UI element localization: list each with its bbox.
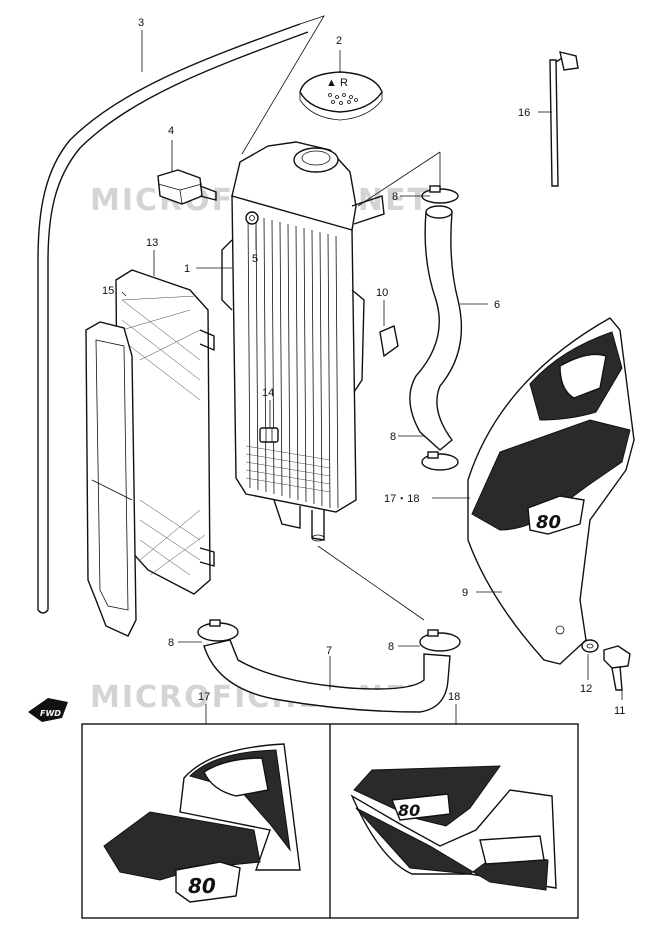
clamp-lower-left [197,619,239,642]
callout-15: 15 [102,285,114,297]
cable-tie [549,51,579,187]
callout-8-lower-right: 8 [388,641,394,653]
forward-label: FWD [40,709,61,718]
hose-clip [379,325,399,358]
decal-17-badge: 80 [188,874,216,898]
leader-lines [121,15,623,700]
callout-labels: 1 2 3 4 5 6 7 8 8 8 8 9 10 11 12 13 14 1… [102,17,625,717]
clamp-lower-right [419,629,461,652]
callout-8-upper: 8 [392,191,398,203]
callout-3: 3 [138,17,144,29]
callout-5: 5 [252,253,258,265]
radiator-cap: ▲ R [299,71,383,121]
drain-fitting [157,169,217,205]
decal-17: 80 [103,743,301,903]
callout-17-18: 17・18 [384,493,419,505]
clamp-upper [421,185,459,204]
shroud-badge: 80 [536,512,561,533]
callout-11: 11 [614,705,625,717]
callout-9: 9 [462,587,468,599]
washer [581,639,599,653]
callout-7: 7 [326,645,332,657]
cap-marking: ▲ R [326,77,348,89]
bolt-lower [259,427,279,443]
decal-18: 80 [350,765,557,891]
overflow-tube [37,23,309,614]
callout-13: 13 [146,237,158,249]
callout-6: 6 [494,299,500,311]
callout-10: 10 [376,287,388,299]
callout-12: 12 [580,683,592,695]
callout-4: 4 [168,125,174,137]
callout-8-lower-left: 8 [168,637,174,649]
callout-14: 14 [262,387,274,399]
callout-18: 18 [448,691,460,703]
clamp-middle [421,451,459,471]
callout-1: 1 [184,263,190,275]
decal-18-badge: 80 [398,801,420,820]
upper-hose [409,205,463,451]
shroud-frame [85,321,137,637]
callout-2: 2 [336,35,342,47]
shroud-bolt [603,645,631,691]
callout-17: 17 [198,691,210,703]
bolt-upper [245,211,259,225]
callout-8-middle: 8 [390,431,396,443]
callout-16: 16 [518,107,530,119]
decal-variant-box [81,704,579,919]
forward-direction-badge: FWD [28,698,68,722]
radiator-shroud: 80 [467,317,635,665]
lower-hose [203,639,451,713]
